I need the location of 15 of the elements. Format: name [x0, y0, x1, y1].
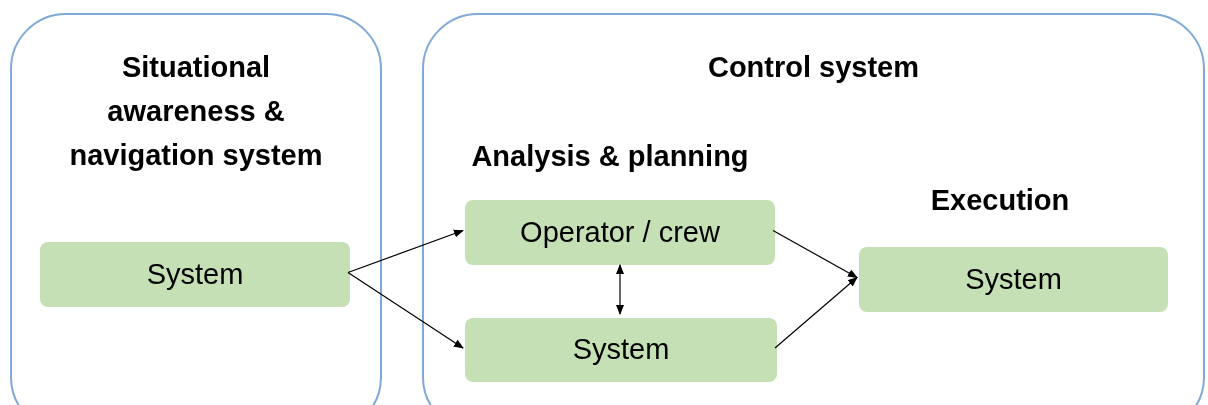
group-container [10, 13, 382, 405]
group-heading: Control system [706, 50, 921, 85]
process-box: System [465, 318, 777, 382]
group-container [422, 13, 1205, 405]
process-box: System [40, 242, 350, 307]
arrow [347, 229, 464, 274]
arrow [772, 229, 858, 279]
section-heading: Analysis & planning [470, 139, 750, 174]
arrow [616, 264, 624, 315]
arrow [347, 271, 464, 349]
arrow [774, 276, 858, 349]
group-heading: Situational awareness & navigation system [68, 50, 324, 173]
process-box: System [859, 247, 1168, 312]
section-heading: Execution [929, 183, 1071, 218]
process-box: Operator / crew [465, 200, 775, 265]
